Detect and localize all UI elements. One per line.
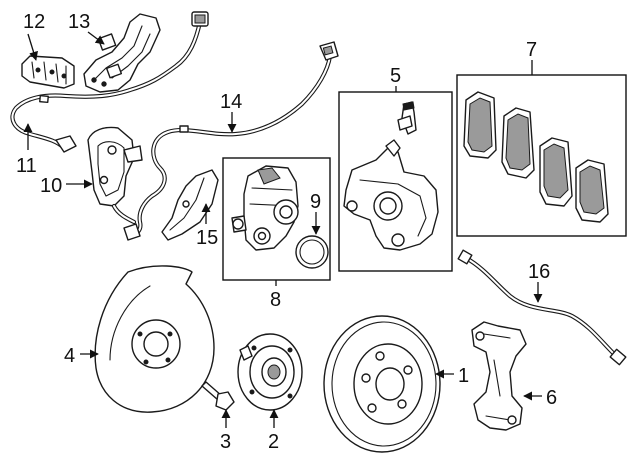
caliper-housing-part: [231, 165, 299, 251]
callout-1: 1: [458, 365, 469, 387]
callout-11: 11: [16, 155, 37, 177]
leader-13: [87, 31, 105, 45]
callout-12: 12: [23, 11, 45, 33]
hub-bolt-part: [201, 381, 235, 411]
sensor-wire-part: [10, 11, 209, 153]
callout-2: 2: [268, 431, 279, 453]
callout-4: 4: [64, 345, 75, 367]
wire-holder-part: [161, 169, 219, 241]
callout-14: 14: [220, 91, 242, 113]
brake-pads-part: [463, 91, 609, 223]
callout-7: 7: [526, 39, 537, 61]
callout-5: 5: [390, 65, 401, 87]
brake-rotor-part: [323, 315, 441, 453]
brake-hose-part: [457, 249, 627, 366]
seal-ring-part: [295, 235, 329, 269]
sensor-bracket-part: [83, 13, 161, 93]
wheel-hub-part: [237, 333, 303, 411]
callout-13: 13: [68, 11, 90, 33]
leader-12: [27, 33, 38, 61]
pad-set-box: [456, 74, 627, 237]
callout-3: 3: [220, 431, 231, 453]
callout-8: 8: [270, 289, 281, 311]
caliper-bracket-part: [471, 321, 527, 431]
callout-6: 6: [546, 387, 557, 409]
callout-10: 10: [40, 175, 62, 197]
abs-sensor-part: [87, 126, 143, 225]
brake-sensor-wire-part: [123, 41, 339, 241]
callout-16: 16: [528, 261, 550, 283]
callout-15: 15: [196, 227, 218, 249]
callout-9: 9: [310, 191, 321, 213]
bracket-part: [21, 55, 75, 89]
brake-caliper-part: [343, 101, 439, 251]
dust-shield-part: [94, 265, 215, 413]
